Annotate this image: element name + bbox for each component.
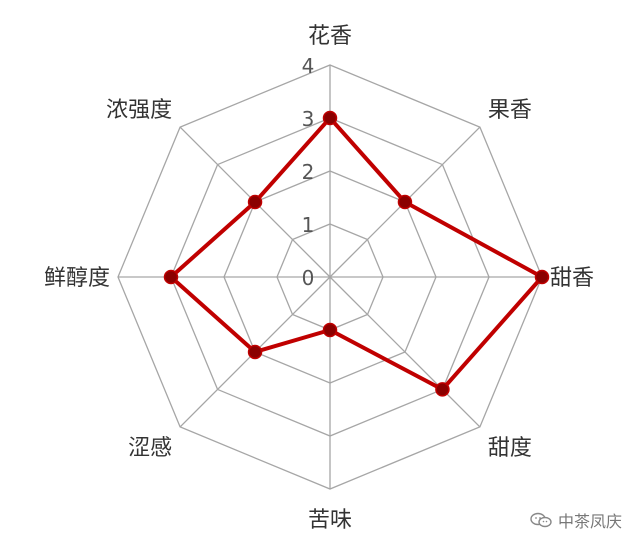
series-layer (163, 110, 550, 397)
grid-spoke-3 (329, 276, 481, 428)
tick-label-0: 0 (302, 266, 315, 290)
wechat-icon (530, 512, 552, 528)
category-label-2: 甜香 (550, 266, 594, 291)
category-label-0: 花香 (308, 24, 352, 49)
data-point-甜香 (534, 269, 550, 285)
data-point-涩感 (247, 344, 263, 360)
data-point-甜度 (435, 382, 450, 397)
category-label-6: 鲜醇度 (44, 266, 110, 291)
tick-label-2: 2 (302, 160, 315, 184)
data-point-花香 (322, 110, 338, 126)
watermark-text: 中茶凤庆 (557, 512, 622, 531)
data-point-浓强度 (247, 194, 263, 210)
radar-grid (117, 64, 543, 490)
tick-label-3: 3 (302, 107, 315, 131)
watermark: 中茶凤庆 (530, 508, 622, 532)
category-label-4: 苦味 (308, 508, 352, 533)
series-line-0 (169, 116, 544, 392)
tick-label-4: 4 (302, 54, 315, 78)
data-point-果香 (397, 194, 413, 210)
category-label-1: 果香 (488, 98, 532, 123)
category-label-5: 涩感 (128, 436, 172, 461)
data-point-苦味 (322, 322, 338, 338)
radial-tick-labels: 0 1 2 3 4 (302, 54, 315, 290)
category-label-7: 浓强度 (106, 98, 172, 123)
tick-label-1: 1 (302, 213, 315, 237)
category-label-3: 甜度 (488, 436, 532, 461)
data-point-鲜醇度 (163, 269, 179, 285)
